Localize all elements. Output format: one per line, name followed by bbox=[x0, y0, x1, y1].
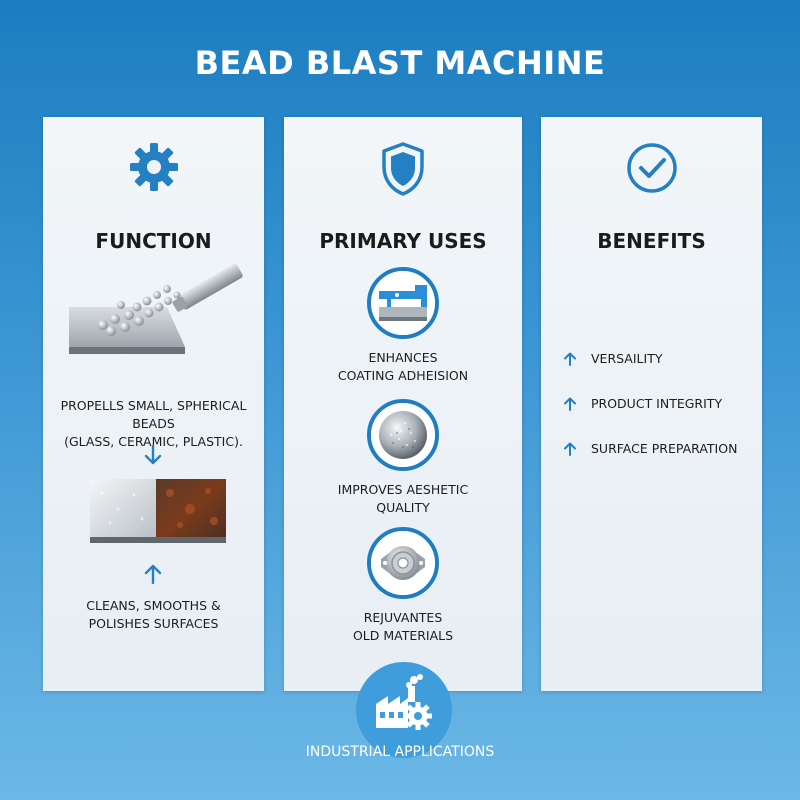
benefits-panel: BENEFITS VERSAILITY PRODUCT INTEGRITY SU… bbox=[541, 117, 762, 691]
function-panel: FUNCTION PROPELLS SMALL, bbox=[43, 117, 264, 691]
blasting-illustration bbox=[69, 263, 243, 354]
coating-icon bbox=[367, 267, 439, 339]
factory-icon bbox=[376, 674, 432, 730]
function-step1: PROPELLS SMALL, SPHERICAL BEADS (GLASS, … bbox=[60, 398, 247, 449]
benefit-item: SURFACE PREPARATION bbox=[563, 441, 737, 456]
benefit-item: PRODUCT INTEGRITY bbox=[563, 396, 722, 411]
checkmark-icon bbox=[626, 143, 677, 193]
arrow-up-icon bbox=[564, 442, 576, 456]
gear-icon bbox=[129, 143, 178, 191]
arrow-up-icon bbox=[564, 397, 576, 411]
shield-icon bbox=[382, 142, 424, 196]
footer-label: INDUSTRIAL APPLICATIONS bbox=[305, 744, 495, 760]
footer-badge bbox=[356, 662, 452, 758]
primary-uses-panel: PRIMARY USES ENHANCES COATING ADHEISION bbox=[284, 117, 522, 691]
arrow-down-icon bbox=[144, 444, 162, 465]
page-title: BEAD BLAST MACHINE bbox=[194, 44, 606, 82]
primary-uses-heading: PRIMARY USES bbox=[319, 229, 487, 253]
arrow-up-icon bbox=[564, 352, 576, 366]
benefit-item: VERSAILITY bbox=[563, 351, 662, 366]
benefits-heading: BENEFITS bbox=[597, 229, 706, 253]
surface-comparison bbox=[90, 479, 226, 543]
function-heading: FUNCTION bbox=[95, 229, 212, 253]
bearing-icon bbox=[367, 527, 439, 599]
textured-sphere-icon bbox=[367, 399, 439, 471]
arrow-up-icon bbox=[144, 564, 162, 585]
function-step2: CLEANS, SMOOTHS & POLISHES SURFACES bbox=[86, 598, 221, 631]
